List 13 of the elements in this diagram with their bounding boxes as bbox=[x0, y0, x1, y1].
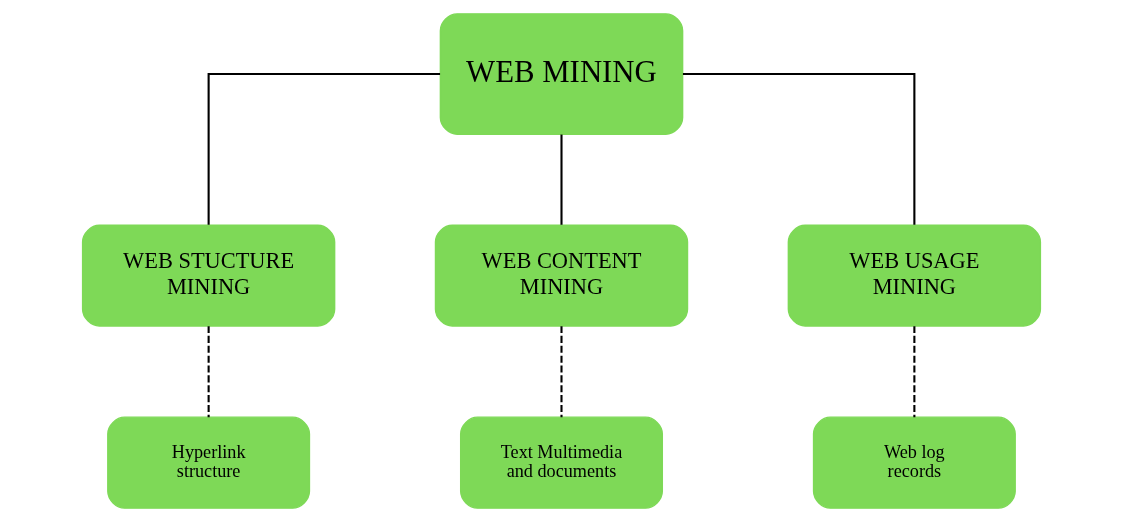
connector bbox=[207, 326, 210, 418]
connector bbox=[560, 326, 563, 418]
node-box: WEB STUCTURE MINING bbox=[81, 224, 336, 327]
connector bbox=[560, 134, 563, 225]
node-box: Hyperlink structure bbox=[107, 416, 311, 509]
node-box: WEB CONTENT MINING bbox=[434, 224, 689, 327]
node-box: Text Multimedia and documents bbox=[460, 416, 664, 509]
node-box: WEB MINING bbox=[439, 13, 684, 135]
node-box: WEB USAGE MINING bbox=[787, 224, 1042, 327]
connector bbox=[207, 73, 441, 225]
connector bbox=[682, 73, 916, 225]
connector bbox=[913, 326, 916, 418]
node-box: Web log records bbox=[812, 416, 1016, 509]
